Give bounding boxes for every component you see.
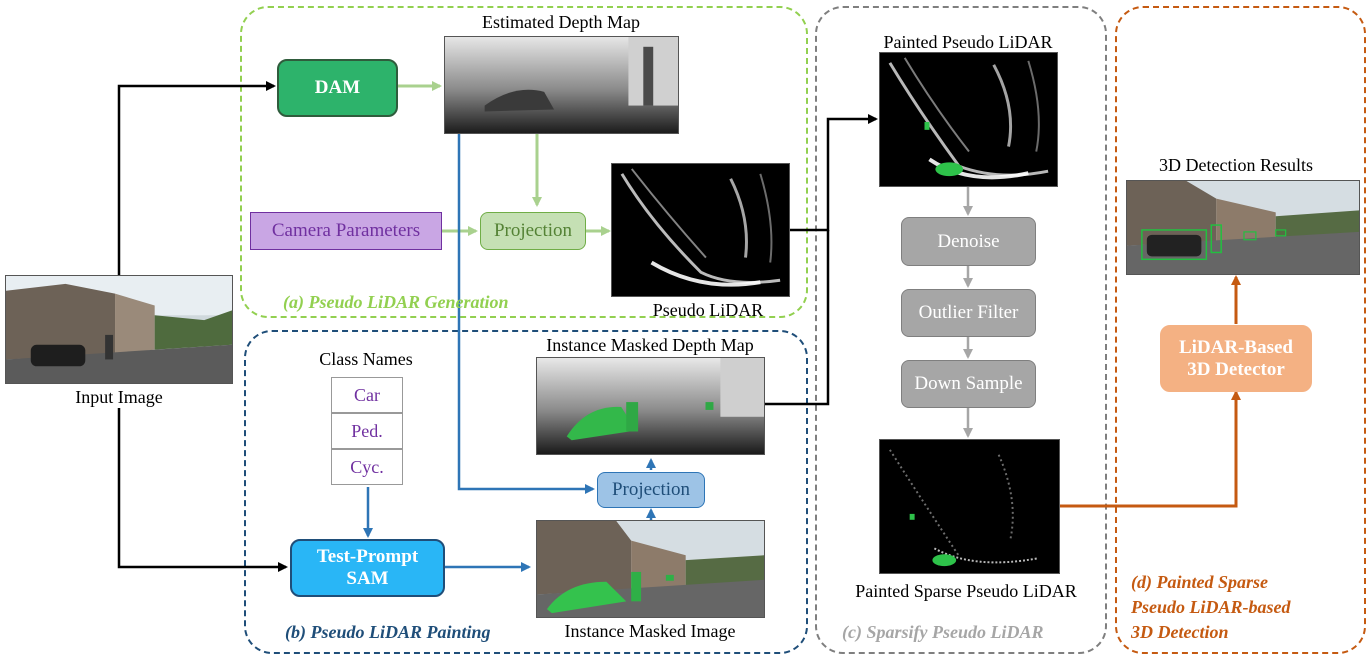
estimated-depth-map-label: Estimated Depth Map [482, 12, 640, 32]
input-image-thumbnail [5, 275, 233, 384]
camera-parameters-box[interactable]: Camera Parameters [250, 212, 442, 250]
region-painted-sparse-detection [1115, 6, 1366, 654]
detector-line2: 3D Detector [1187, 358, 1285, 380]
class-name-cyc: Cyc. [331, 449, 403, 485]
detector-line1: LiDAR-Based [1178, 336, 1293, 358]
painted-pseudo-lidar-label: Painted Pseudo LiDAR [883, 32, 1053, 52]
painted-sparse-pseudo-lidar-image [879, 439, 1060, 574]
test-prompt-sam-box[interactable]: Test-Prompt SAM [290, 539, 445, 597]
painted-sparse-pseudo-lidar-label: Painted Sparse Pseudo LiDAR [855, 581, 1077, 601]
pseudo-lidar-image [611, 163, 790, 297]
region-d-title-line3: 3D Detection [1131, 622, 1229, 642]
test-prompt-sam-line2: SAM [346, 568, 389, 589]
projection-a-label: Projection [493, 220, 573, 242]
region-a-title: (a) Pseudo LiDAR Generation [283, 292, 509, 312]
instance-masked-image [536, 520, 765, 618]
detection-results-label: 3D Detection Results [1159, 155, 1313, 175]
denoise-box[interactable]: Denoise [901, 217, 1036, 266]
input-image-label: Input Image [75, 387, 163, 407]
outlier-filter-box[interactable]: Outlier Filter [901, 289, 1036, 337]
pseudo-lidar-label: Pseudo LiDAR [652, 300, 764, 320]
class-name-ped: Ped. [331, 413, 403, 449]
projection-a-box[interactable]: Projection [480, 212, 586, 250]
class-names-label: Class Names [319, 349, 413, 369]
projection-b-box[interactable]: Projection [597, 472, 705, 508]
detection-results-image [1126, 180, 1360, 275]
instance-masked-depth-map-label: Instance Masked Depth Map [546, 335, 754, 355]
region-b-title: (b) Pseudo LiDAR Painting [285, 622, 491, 642]
down-sample-label: Down Sample [914, 373, 1023, 395]
dam-label: DAM [314, 77, 361, 99]
denoise-label: Denoise [937, 230, 1000, 252]
projection-b-label: Projection [611, 479, 691, 501]
region-d-title-line1: (d) Painted Sparse [1131, 572, 1268, 592]
test-prompt-sam-line1: Test-Prompt [316, 546, 419, 568]
down-sample-box[interactable]: Down Sample [901, 360, 1036, 408]
region-c-title: (c) Sparsify Pseudo LiDAR [842, 622, 1044, 642]
lidar-based-3d-detector-box[interactable]: LiDAR-Based 3D Detector [1160, 325, 1312, 392]
region-d-title-line2: Pseudo LiDAR-based [1131, 597, 1291, 617]
instance-masked-depth-map-image [536, 357, 765, 455]
painted-pseudo-lidar-image [879, 52, 1058, 187]
outlier-filter-label: Outlier Filter [918, 302, 1019, 324]
class-name-car: Car [331, 377, 403, 413]
dam-box[interactable]: DAM [277, 59, 398, 117]
instance-masked-image-label: Instance Masked Image [564, 621, 736, 641]
camera-parameters-label: Camera Parameters [271, 220, 421, 242]
estimated-depth-map-image [444, 36, 679, 134]
